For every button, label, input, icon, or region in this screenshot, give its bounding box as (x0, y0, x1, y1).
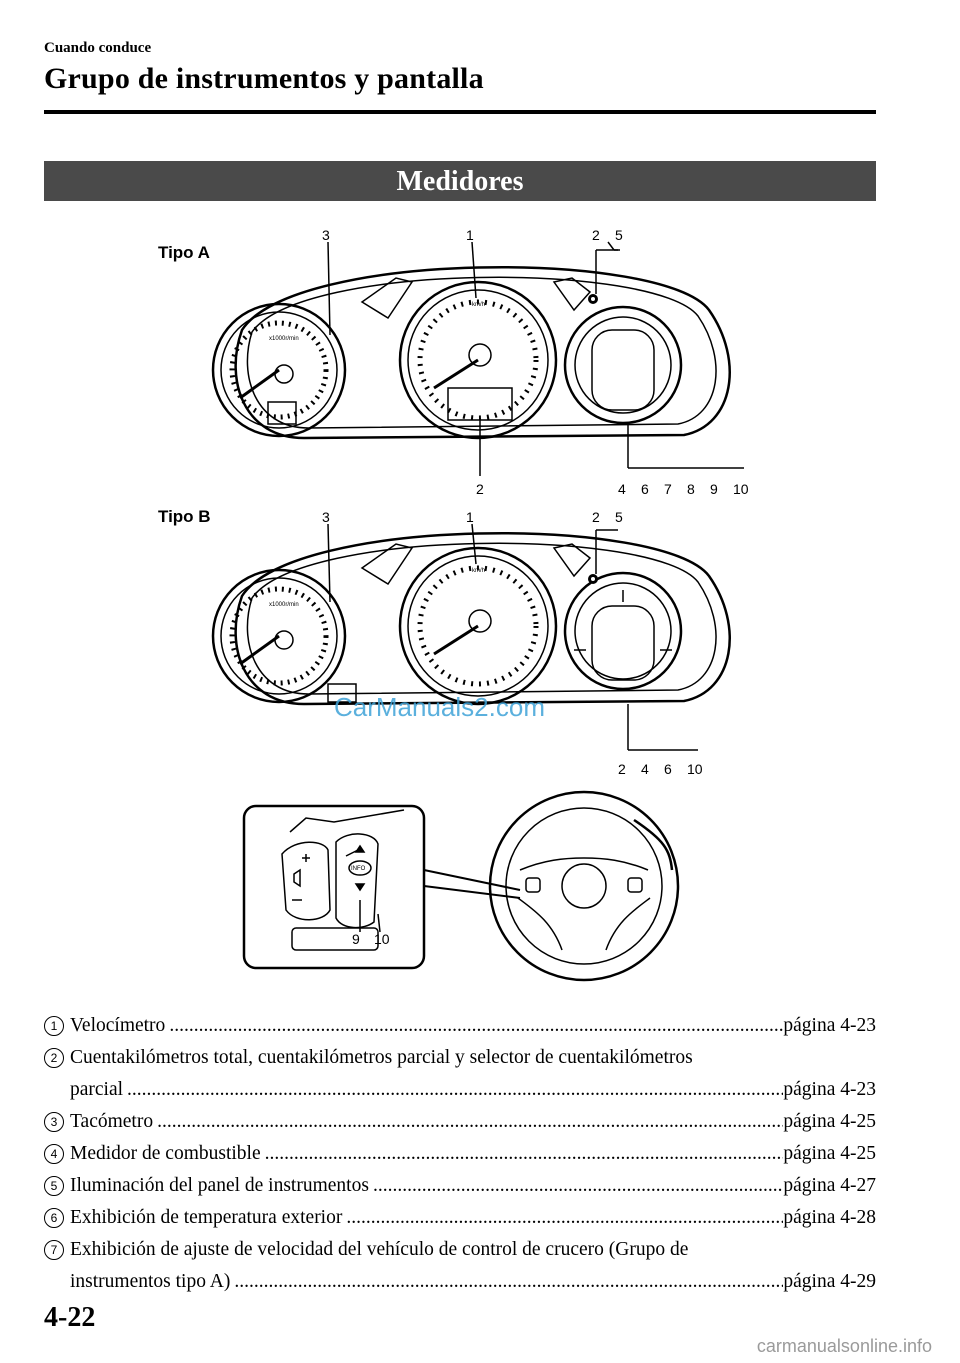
type-b-label: Tipo B (158, 507, 211, 526)
steering-wheel-figure: INFO 9 10 (242, 790, 680, 982)
item-number: 6 (44, 1208, 64, 1228)
callout-a-speed: 1 (466, 227, 474, 243)
item-number: 2 (44, 1048, 64, 1068)
callout-b-top-right-2: 5 (615, 509, 623, 525)
item-number: 7 (44, 1240, 64, 1260)
list-item: 7 Exhibición de ajuste de velocidad del … (44, 1234, 876, 1266)
page-title: Grupo de instrumentos y pantalla (44, 62, 484, 95)
section-header: Cuando conduce (44, 40, 152, 56)
callout-a-top-right-2: 5 (615, 227, 623, 243)
list-item: 5 Iluminación del panel de instrumentos.… (44, 1170, 876, 1202)
item-number: 4 (44, 1144, 64, 1164)
callout-b-display-3: 6 (664, 761, 672, 777)
callout-b-tach: 3 (322, 509, 330, 525)
instrument-figure: Tipo A x1000r/min km/h 3 1 2 5 2 (44, 210, 876, 990)
page-number: 4-22 (44, 1302, 96, 1333)
callout-a-display-4: 8 (687, 481, 695, 497)
page-reference[interactable]: página 4-28 (783, 1207, 876, 1228)
list-item-continuation: instrumentos tipo A)....................… (44, 1266, 876, 1298)
callout-a-top-right-1: 2 (592, 227, 600, 243)
page-reference[interactable]: página 4-25 (783, 1143, 876, 1164)
page-reference[interactable]: página 4-27 (783, 1175, 876, 1196)
item-number: 3 (44, 1112, 64, 1132)
callout-a-display-6: 10 (733, 481, 749, 497)
speed-unit-b: km/h (472, 568, 485, 574)
callout-a-display-5: 9 (710, 481, 718, 497)
footer-watermark: carmanualsonline.info (756, 1336, 932, 1356)
list-item: 6 Exhibición de temperatura exterior....… (44, 1202, 876, 1234)
list-item: 1 Velocímetro...........................… (44, 1010, 876, 1042)
item-number: 5 (44, 1176, 64, 1196)
page-reference[interactable]: página 4-23 (783, 1015, 876, 1036)
component-list: 1 Velocímetro...........................… (44, 1010, 876, 1298)
list-item: 4 Medidor de combustible................… (44, 1138, 876, 1170)
watermark: CarManuals2.com (334, 692, 545, 722)
callout-wheel-2: 10 (374, 931, 390, 947)
cluster-type-b: Tipo B x1000r/min km/h 3 1 2 5 2 (158, 507, 731, 777)
page-reference[interactable]: página 4-25 (783, 1111, 876, 1132)
info-button-label: INFO (351, 866, 366, 872)
callout-b-speed: 1 (466, 509, 474, 525)
cluster-type-a: Tipo A x1000r/min km/h 3 1 2 5 2 (158, 227, 749, 497)
page-reference[interactable]: página 4-23 (783, 1079, 876, 1100)
callout-wheel-1: 9 (352, 931, 360, 947)
callout-b-display-1: 2 (618, 761, 626, 777)
callout-a-display-1: 4 (618, 481, 626, 497)
list-item: 3 Tacómetro.............................… (44, 1106, 876, 1138)
callout-b-display-4: 10 (687, 761, 703, 777)
callout-a-display-2: 6 (641, 481, 649, 497)
section-title: Medidores (44, 161, 876, 201)
callout-a-tach: 3 (322, 227, 330, 243)
callout-a-odo: 2 (476, 481, 484, 497)
type-a-label: Tipo A (158, 243, 210, 262)
speed-unit-a: km/h (472, 302, 485, 308)
callout-a-display-3: 7 (664, 481, 672, 497)
list-item: 2 Cuentakilómetros total, cuentakilómetr… (44, 1042, 876, 1074)
page-reference[interactable]: página 4-29 (783, 1271, 876, 1292)
list-item-continuation: parcial.................................… (44, 1074, 876, 1106)
header-rule (44, 110, 876, 114)
tach-unit-b: x1000r/min (269, 602, 299, 608)
callout-b-display-2: 4 (641, 761, 649, 777)
tach-unit-a: x1000r/min (269, 336, 299, 342)
item-number: 1 (44, 1016, 64, 1036)
callout-b-top-right-1: 2 (592, 509, 600, 525)
